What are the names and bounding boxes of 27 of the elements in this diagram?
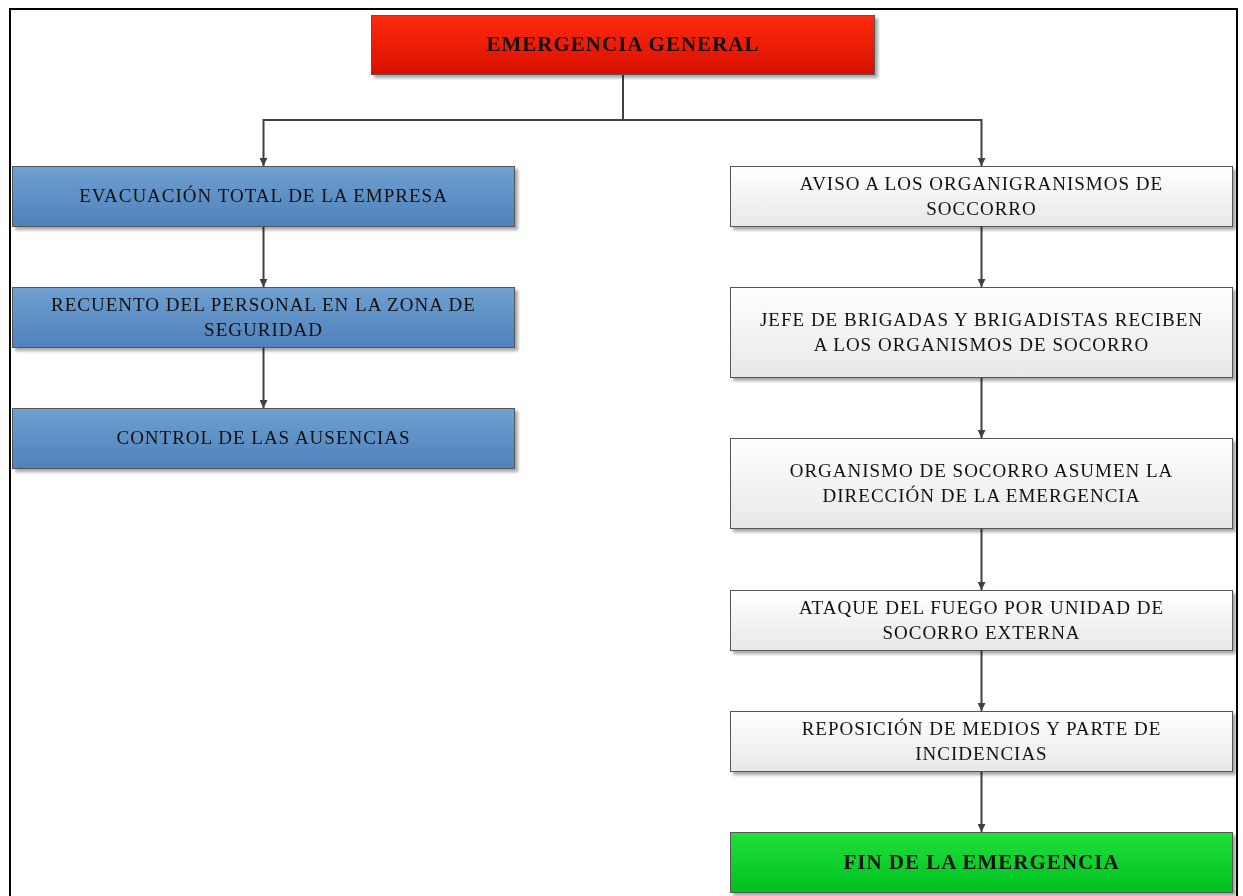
process-box <box>730 711 1233 772</box>
arrow <box>977 377 986 439</box>
node-label: EMERGENCIA GENERAL <box>486 31 760 59</box>
node-label: FIN DE LA EMERGENCIA <box>843 848 1120 876</box>
node-label: RECUENTO DEL PERSONAL EN LA ZONA DE SEGURIDAD <box>50 292 477 342</box>
arrow <box>259 226 268 288</box>
process-box <box>730 438 1233 529</box>
process-box <box>730 590 1233 651</box>
node-label: CONTROL DE LAS AUSENCIAS <box>116 426 411 451</box>
process-box <box>12 166 515 227</box>
arrow <box>977 226 986 288</box>
process-box <box>12 408 515 469</box>
arrow <box>977 771 986 833</box>
process-box <box>12 287 515 348</box>
arrow <box>977 650 986 712</box>
node-label: REPOSICIÓN DE MEDIOS Y PARTE DE INCIDENCIAS <box>800 716 1163 766</box>
arrow <box>259 347 268 409</box>
node-label: ORGANISMO DE SOCORRO ASUMEN LA DIRECCIÓN DE LA EMERGENCIA <box>788 458 1175 508</box>
node-label: EVACUACIÓN TOTAL DE LA EMPRESA <box>79 184 448 209</box>
process-box <box>730 166 1233 227</box>
node-label: AVISO A LOS ORGANIGRANISMOS DE SOCCORRO <box>798 171 1165 221</box>
node-label: JEFE DE BRIGADAS Y BRIGADISTAS RECIBEN A LOS ORGANISMOS DE SOCORRO <box>758 307 1205 357</box>
alert-box <box>371 15 875 75</box>
process-box <box>730 287 1233 378</box>
arrow <box>977 528 986 591</box>
node-label: ATAQUE DEL FUEGO POR UNIDAD DE SOCORRO EXTERNA <box>798 595 1165 645</box>
end-box <box>730 832 1233 893</box>
